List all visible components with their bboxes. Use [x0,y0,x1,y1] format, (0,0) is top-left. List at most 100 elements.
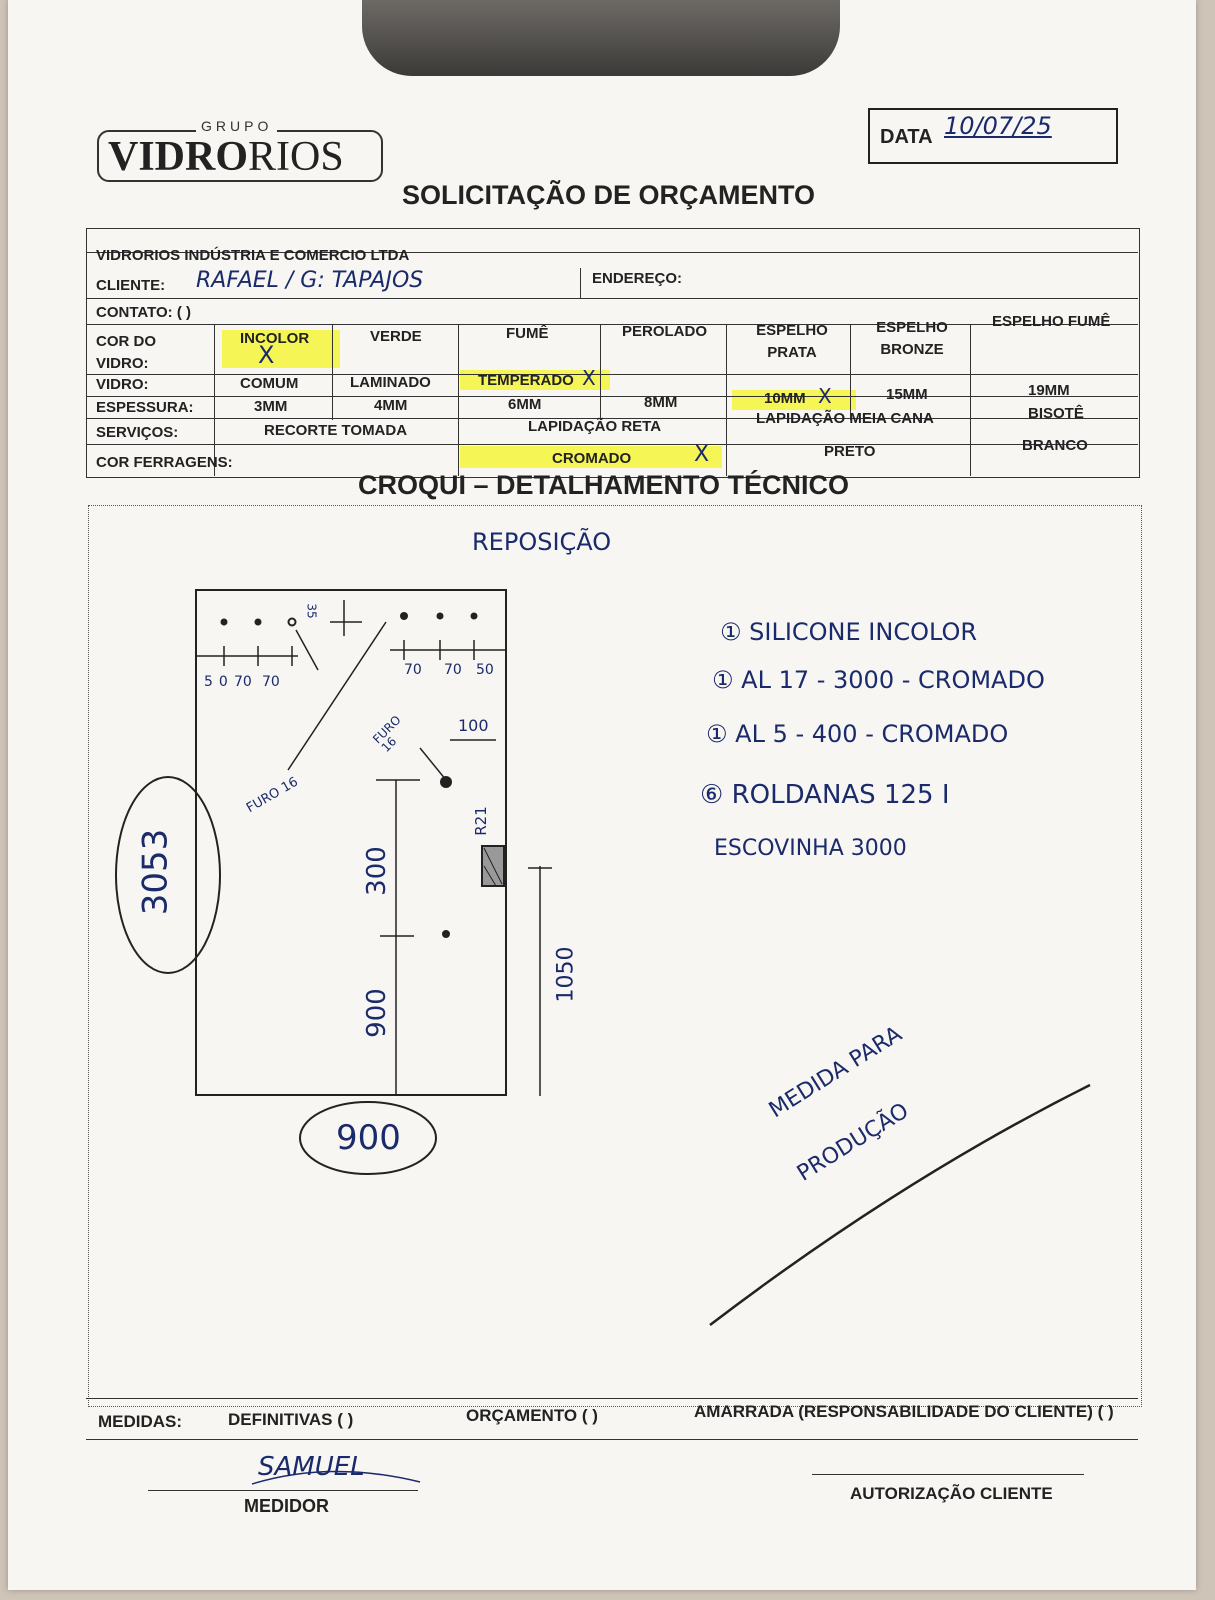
col-line [726,324,727,476]
autorizacao-line [812,1474,1084,1475]
mark-10mm: X [818,384,832,408]
service-lapidacao-meia-cana: LAPIDAÇÃO MEIA CANA [756,410,934,427]
color-fume: FUMÊ [506,325,549,342]
color-espelho-bronze: ESPELHO BRONZE [876,319,948,358]
medidor-label: MEDIDOR [244,1496,329,1516]
logo: VIDRORIOS [108,133,344,181]
services-label: SERVIÇOS: [96,424,179,441]
hole-mark [400,612,408,620]
mark-incolor: X [258,341,275,369]
col-line [580,268,581,298]
hole-mark [470,612,478,620]
color-perolado: PEROLADO [622,323,708,340]
mark-cromado: X [694,442,710,467]
height-value: 3053 [135,828,176,916]
leader-line-furo [419,747,447,781]
row-line [86,418,1138,419]
col-line [214,324,215,476]
row-line [86,252,1138,253]
service-lapidacao-reta: LAPIDAÇÃO RETA [528,418,662,435]
dim-1050: 1050 [553,946,579,1003]
mark-temperado: X [582,366,596,390]
type-temperado: TEMPERADO [478,372,574,389]
logo-light: RIOS [248,134,344,180]
col-line [970,324,971,476]
dim-top-right-1: 70 [444,662,462,678]
dim-top-right-2: 50 [476,662,494,678]
item-roldanas: ⑥ ROLDANAS 125 I [700,780,950,810]
hole-mark [442,930,450,938]
row-line [86,374,1138,375]
measurements-row [86,1398,1138,1440]
dim-top-left-1: 70 [234,674,252,690]
type-laminado: LAMINADO [350,374,431,391]
dim-top-left-0: 50 [204,674,234,690]
reposicao-heading: REPOSIÇÃO [472,528,612,556]
item-al17: ① AL 17 - 3000 - CROMADO [712,666,1045,694]
glass-type-label: VIDRO: [96,376,149,393]
dim-300: 300 [361,846,392,896]
highlight-cromado [460,446,722,468]
logo-bold: VIDRO [108,134,249,180]
contact-label: CONTATO: ( ) [96,304,191,321]
service-bisote: BISOTÊ [1028,405,1084,422]
dim-top-left-2: 70 [262,674,280,690]
logo-grupo: GRUPO [196,118,278,134]
date-value: 10/07/25 [944,112,1052,140]
color-espelho-fume: ESPELHO FUMÊ [992,313,1111,330]
hole-mark [440,776,452,788]
thickness-19mm: 19MM [1028,382,1070,399]
dim-900-vertical: 900 [361,988,392,1038]
dim-top-right-0: 70 [404,662,422,678]
dim-100: 100 [458,716,489,735]
autorizacao-label: AUTORIZAÇÃO CLIENTE [850,1484,1053,1503]
color-verde: VERDE [370,328,422,345]
medidas-label: MEDIDAS: [98,1412,183,1431]
sketch-area [88,505,1142,1407]
color-espelho-prata: ESPELHO PRATA [756,322,828,361]
highlight-temperado [460,370,610,390]
hole-mark [287,617,297,627]
color-incolor: INCOLOR [240,330,310,347]
type-comum: COMUM [240,375,299,392]
row-line [86,396,1138,397]
width-value: 900 [336,1118,401,1158]
item-escovinha: ESCOVINHA 3000 [714,836,907,861]
thickness-4mm: 4MM [374,397,408,414]
form-paper [8,0,1196,1590]
date-box [868,108,1118,164]
hole-mark [436,612,444,620]
thickness-3mm: 3MM [254,398,288,415]
col-line [850,324,851,420]
client-label: CLIENTE: [96,277,166,294]
hardware-color-label: COR FERRAGENS: [96,454,233,471]
row-line [86,444,1138,445]
leader-line [295,629,319,671]
company-name: VIDRORIOS INDÚSTRIA E COMERCIO LTDA [96,247,410,264]
hole-mark [254,618,262,626]
col-line [332,324,333,420]
row-line [86,298,1138,299]
height-circle [115,776,221,974]
glass-panel-outline [195,589,507,1096]
diagonal-slash [709,1083,1091,1326]
dim-35: 35 [304,603,319,619]
leader-line-furo [287,621,387,771]
orcamento-option: ORÇAMENTO ( ) [466,1406,598,1425]
signature-stroke [251,1470,421,1485]
clipboard-clip [362,0,840,76]
hatch-line [483,865,497,887]
croqui-title: CROQUI – DETALHAMENTO TÉCNICO [358,470,850,500]
thickness-6mm: 6MM [508,396,542,413]
highlight-incolor [222,330,340,368]
medidor-line [148,1490,418,1491]
row-line [86,324,1138,325]
thickness-8mm: 8MM [644,394,678,411]
col-line [600,324,601,420]
medidor-signature: SAMUEL [258,1452,365,1482]
service-recorte-tomada: RECORTE TOMADA [264,422,408,439]
address-label: ENDEREÇO: [592,270,683,287]
hole-mark [220,618,228,626]
client-value: RAFAEL / G: TAPAJOS [196,268,424,293]
